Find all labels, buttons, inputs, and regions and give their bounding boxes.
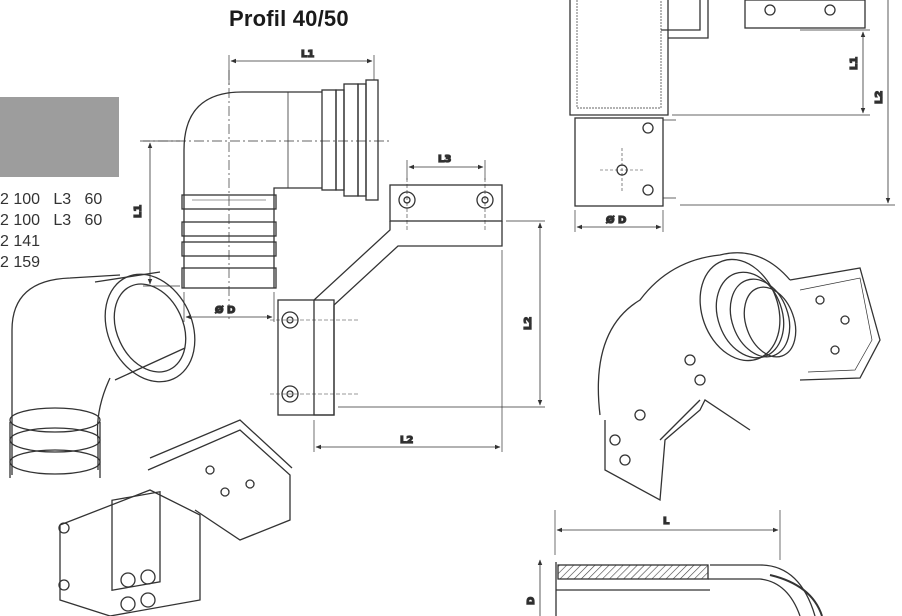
- dim-label-l1-side: L1: [133, 205, 144, 218]
- elbow-isometric-view: [9, 271, 196, 478]
- spec-row-4: 2 159: [0, 254, 40, 272]
- spec-row-3: 2 141: [0, 233, 40, 251]
- spec-row-2: 2 100 L3 60: [0, 212, 103, 229]
- page-title: Profil 40/50: [229, 6, 349, 31]
- dim-label-l3: L3: [438, 154, 451, 165]
- color-swatch: [0, 97, 119, 177]
- dim-label-l2-vertical: L2: [523, 317, 534, 330]
- assembly-isometric-view: [597, 252, 881, 502]
- spec-l2: 2 100: [0, 191, 41, 208]
- dim-label-diameter: Ø D: [215, 304, 235, 316]
- dim-label-l1-top: L1: [301, 49, 314, 60]
- dim-label-l2-horizontal: L2: [400, 435, 413, 446]
- spec-l2: 2 100: [0, 212, 41, 229]
- dim-label-l: L: [663, 516, 670, 527]
- spec-l2: 2 159: [0, 254, 41, 271]
- bottom-section-view: [537, 510, 823, 616]
- bracket-front-view: [270, 160, 545, 452]
- dim-label-section-l1: L1: [849, 57, 860, 70]
- dim-label-section-l2: L2: [874, 91, 885, 104]
- dim-label-d: D: [526, 597, 537, 605]
- bracket-isometric-view: [58, 419, 293, 616]
- dim-label-section-diameter: Ø D: [606, 214, 626, 226]
- elbow-front-view: [140, 55, 392, 322]
- spec-row-1: 2 100 L3 60: [0, 191, 103, 208]
- spec-l2: 2 141: [0, 233, 41, 250]
- section-view: [569, 0, 895, 232]
